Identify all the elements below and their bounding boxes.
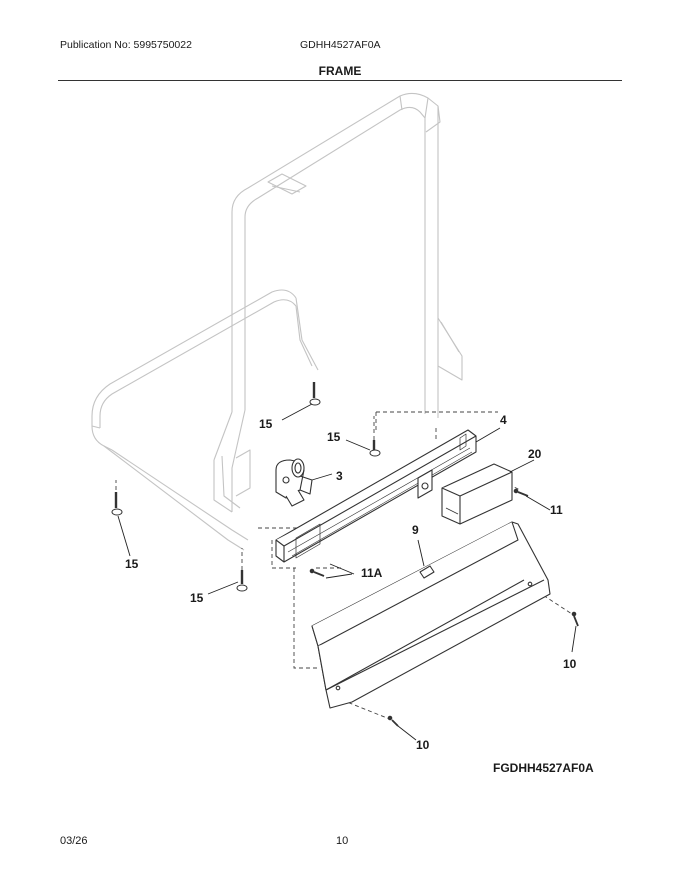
callout-label: 20: [528, 447, 542, 461]
leveling-leg: [369, 440, 381, 457]
callout-label: 4: [500, 413, 507, 427]
callout-label: 10: [563, 657, 577, 671]
callout-label: 15: [259, 417, 273, 431]
page-number: 10: [336, 835, 349, 847]
callout-label: 3: [336, 469, 343, 483]
screw: [513, 488, 529, 497]
section-title: FRAME: [318, 64, 362, 78]
screw: [387, 715, 399, 727]
assembly-guide-lines: [115, 396, 573, 721]
leveling-leg: [111, 492, 123, 516]
water-valve: [275, 458, 313, 507]
callout-label: 11: [550, 503, 563, 517]
header-rule: [58, 80, 622, 81]
frame-outline: [91, 92, 463, 551]
callout-label: 10: [416, 738, 430, 752]
footer-date: 03/26: [60, 835, 88, 847]
model-number: GDHH4527AF0A: [300, 39, 381, 51]
diagram-code: FGDHH4527AF0A: [493, 761, 594, 775]
callout-label: 15: [327, 430, 341, 444]
callout-label: 9: [412, 523, 419, 537]
toe-kick-panel: [311, 521, 551, 709]
publication-number: Publication No: 5995750022: [60, 39, 192, 51]
junction-box: [441, 463, 513, 525]
leveling-leg: [309, 382, 321, 406]
leveling-leg: [236, 570, 248, 592]
callout-label: 15: [125, 557, 139, 571]
bracket-rail: [275, 429, 477, 563]
screw: [309, 568, 325, 577]
callout-label: 15: [190, 591, 204, 605]
callout-label: 11A: [361, 566, 383, 580]
leader-lines: [117, 403, 577, 741]
screw: [571, 611, 579, 627]
